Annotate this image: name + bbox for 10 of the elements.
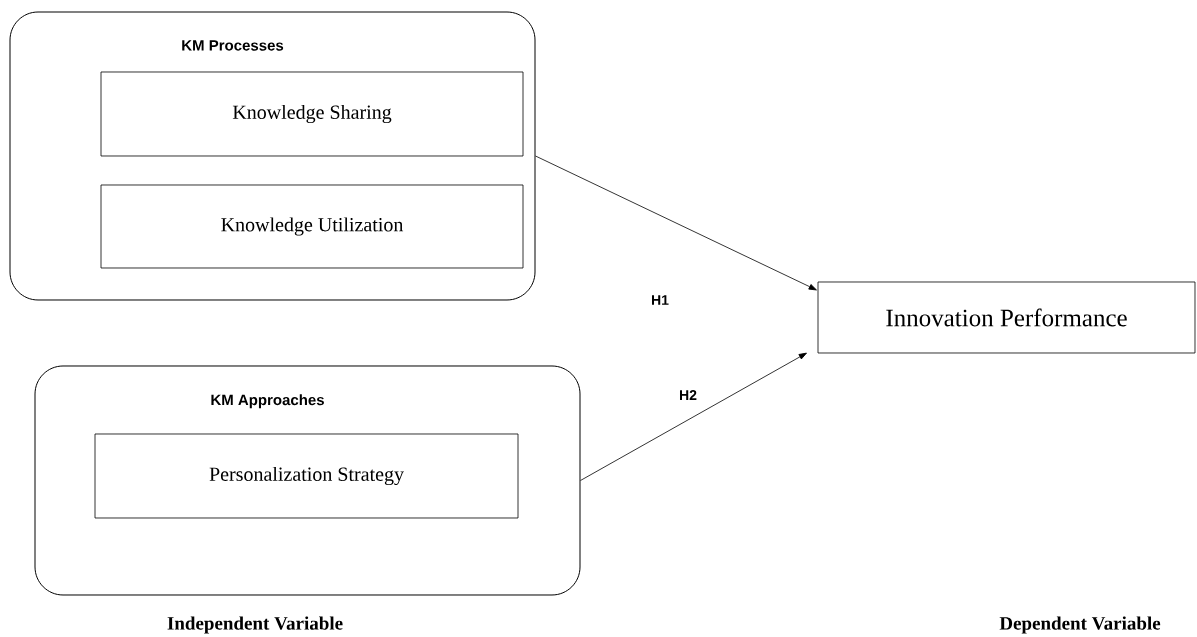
process-box: Innovation Performance [817,281,1196,354]
arrow [535,155,817,291]
process-box: Knowledge Sharing [100,71,524,157]
process-box: Knowledge Utilization [100,184,524,269]
edge-label: H2 [678,389,698,401]
process-box: Personalization Strategy [94,433,519,519]
variable-label: Dependent Variable [999,616,1161,634]
arrow [580,352,807,481]
variable-label: Independent Variable [167,616,343,634]
edge-label: H1 [650,294,670,306]
